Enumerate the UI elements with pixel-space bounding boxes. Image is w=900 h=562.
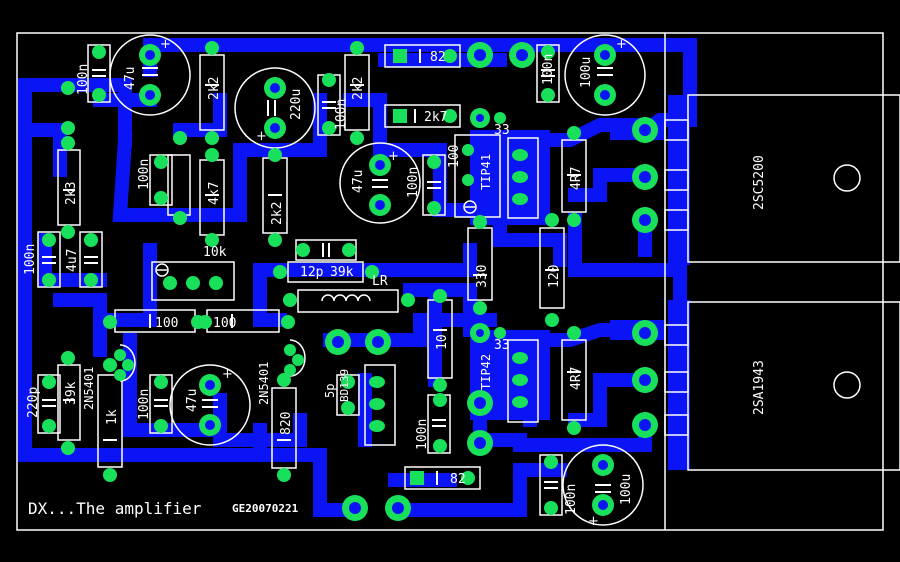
rotated-labels: 100n 47u 2k2 2k2 220u 100n 100n 100u 100… (23, 54, 767, 515)
label-r-100-b: 100 (213, 316, 236, 331)
label-r-2k2-a: 2k2 (207, 77, 222, 100)
label-r-10: 10 (435, 334, 450, 350)
label-c-100n-1: 100n (76, 64, 91, 95)
resistor-tick-marks (63, 49, 581, 485)
label-r-2k7: 2k7 (424, 110, 447, 125)
polarity-marks: + + + + + + (160, 37, 627, 529)
label-c-100n-2: 100n (334, 99, 349, 130)
label-inductor: LR (372, 274, 388, 289)
label-r-4r7-top: 4R7 (569, 167, 584, 190)
label-r-4k7: 4k7 (207, 182, 222, 205)
label-c-100n-6: 100n (23, 244, 38, 275)
transistor-heatsink-bottom (664, 301, 900, 471)
label-c-12p: 12p (300, 265, 324, 280)
label-r-82-top: 82 (430, 50, 446, 65)
label-q-tip42: TIP42 (479, 354, 493, 390)
label-c-47u-1: 47u (123, 67, 138, 90)
label-c-47u-3: 47u (185, 389, 200, 412)
label-r-100-a: 100 (155, 316, 178, 331)
board-title: DX...The amplifier (28, 499, 202, 518)
label-c-5p: 5p (323, 384, 337, 398)
label-trim-100: 100 (447, 145, 462, 168)
label-c-33-top: 33 (494, 123, 510, 138)
label-c-100n-3: 100n (541, 54, 556, 85)
label-r-2k2-c: 2k2 (270, 202, 285, 225)
label-q-2sa1943: 2SA1943 (752, 360, 767, 415)
label-r-330: 330 (475, 265, 490, 288)
label-c-100n-8: 100n (415, 419, 430, 450)
svg-text:+: + (256, 129, 267, 144)
label-c-220u: 220u (289, 89, 304, 120)
label-c-100u-bottom: 100u (619, 474, 634, 505)
label-c-100n-4: 100n (137, 159, 152, 190)
board-code: GE20070221 (232, 502, 299, 515)
copper-heatsink-areas (470, 95, 690, 470)
pads-small (42, 41, 581, 515)
label-r-120: 120 (547, 265, 562, 288)
label-q-2sc5200: 2SC5200 (752, 155, 767, 210)
label-c-100n-7: 100n (137, 389, 152, 420)
svg-text:+: + (588, 514, 599, 529)
label-c-33-bottom: 33 (494, 338, 510, 353)
capacitor-symbols (42, 67, 613, 493)
board-outline (16, 32, 884, 531)
trimmer-screws (155, 200, 477, 277)
label-r-82-bottom: 82 (450, 472, 466, 487)
label-q-2n5401-b: 2N5401 (257, 362, 271, 405)
label-trim-10k: 10k (203, 245, 227, 260)
svg-text:+: + (160, 37, 171, 52)
drill-holes (145, 49, 651, 514)
label-c-220p: 220p (26, 387, 41, 418)
svg-text:+: + (616, 37, 627, 52)
label-r-39k-top: 39k (330, 265, 354, 280)
label-c-47u-2: 47u (351, 170, 366, 193)
label-r-2k2-b: 2k2 (351, 77, 366, 100)
label-r-39k-left: 39k (64, 381, 79, 405)
label-r-1k: 1k (105, 409, 120, 425)
label-r-2k3: 2k3 (64, 182, 79, 205)
label-r-4r7-bottom: 4R7 (569, 367, 584, 390)
label-c-4u7: 4u7 (65, 249, 80, 272)
pads-transistor (369, 149, 528, 432)
label-c-100n-5: 100n (406, 167, 421, 198)
label-q-tip41: TIP41 (479, 154, 493, 190)
label-q-2n5401-a: 2N5401 (82, 367, 96, 410)
inductor-coil (321, 294, 371, 302)
svg-text:+: + (388, 149, 399, 164)
label-r-820: 820 (279, 412, 294, 435)
label-q-bd139: BD139 (338, 369, 351, 402)
label-c-100u-top: 100u (579, 57, 594, 88)
transistor-heatsink-top (664, 94, 900, 263)
svg-text:+: + (222, 367, 233, 382)
label-c-100n-9: 100n (564, 484, 579, 515)
